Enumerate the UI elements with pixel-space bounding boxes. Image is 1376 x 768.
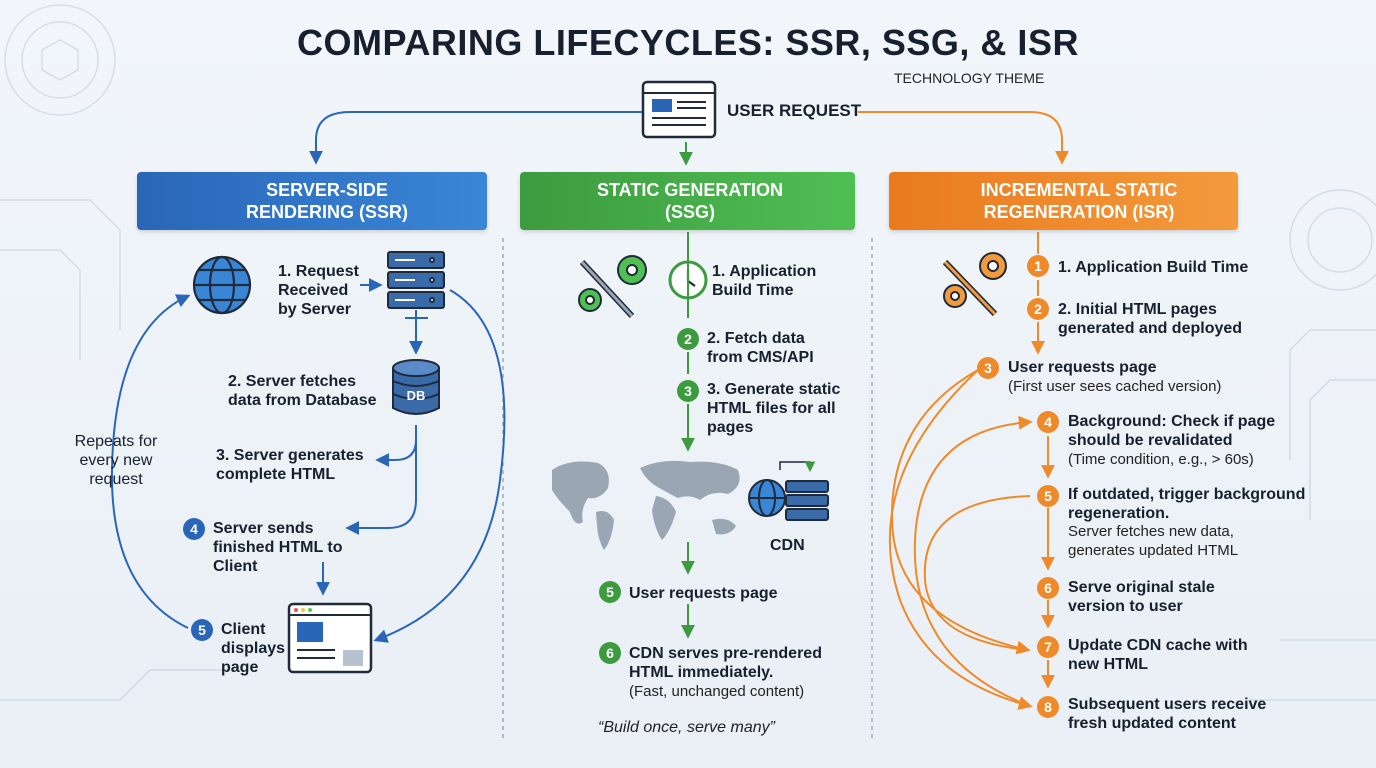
ssr-step-3: 3. Server generates complete HTML xyxy=(216,447,364,483)
background-decoration xyxy=(0,4,1376,701)
ssg-step-3: 3. Generate static HTML files for all pa… xyxy=(707,381,841,436)
ssg-step-6-sub: (Fast, unchanged content) xyxy=(629,683,805,700)
db-label: DB xyxy=(406,388,426,403)
client-browser-icon xyxy=(287,602,373,674)
ssg-step-6-badge: 6 xyxy=(599,642,621,664)
theme-label: TECHNOLOGY THEME xyxy=(894,70,1045,86)
ssg-motto: “Build once, serve many” xyxy=(598,719,775,736)
tools-gears-icon-ssg xyxy=(578,255,647,319)
isr-step-7-badge: 7 xyxy=(1037,636,1059,658)
ssg-header: STATIC GENERATION (SSG) xyxy=(520,172,855,230)
isr-step-1: 1. Application Build Time xyxy=(1058,259,1249,276)
isr-step-3-badge: 3 xyxy=(977,357,999,379)
isr-step-7: Update CDN cache with new HTML xyxy=(1068,637,1248,673)
cdn-label: CDN xyxy=(770,537,805,554)
ssg-step-5-badge: 5 xyxy=(599,581,621,603)
world-map-illustration xyxy=(552,460,740,550)
ssg-step-6: CDN serves pre-rendered HTML immediately… xyxy=(629,645,822,681)
page-title: COMPARING LIFECYCLES: SSR, SSG, & ISR xyxy=(297,22,1079,63)
isr-step-5-sub: Server fetches new data, generates updat… xyxy=(1068,523,1239,559)
isr-step-2-badge: 2 xyxy=(1027,298,1049,320)
isr-step-6: Serve original stale version to user xyxy=(1068,579,1215,615)
isr-step-3: User requests page xyxy=(1008,359,1157,376)
ssg-header-text: STATIC GENERATION (SSG) xyxy=(597,180,783,222)
isr-header-text: INCREMENTAL STATIC REGENERATION (ISR) xyxy=(980,180,1178,222)
isr-header: INCREMENTAL STATIC REGENERATION (ISR) xyxy=(889,172,1238,230)
ssr-step-5: Client displays page xyxy=(221,621,286,676)
browser-icon xyxy=(641,80,717,139)
isr-step-2: 2. Initial HTML pages generated and depl… xyxy=(1058,301,1243,337)
isr-step-4-sub: (Time condition, e.g., > 60s) xyxy=(1068,451,1254,468)
database-icon xyxy=(392,359,440,415)
ssr-step-1: 1. Request Received by Server xyxy=(278,263,359,318)
isr-step-8-badge: 8 xyxy=(1037,696,1059,718)
globe-icon xyxy=(192,255,252,315)
ssr-header-text: SERVER-SIDE RENDERING (SSR) xyxy=(245,180,408,222)
ssr-step-4: Server sends finished HTML to Client xyxy=(213,520,343,575)
ssg-step-2: 2. Fetch data from CMS/API xyxy=(707,330,814,366)
ssr-step-2: 2. Server fetches data from Database xyxy=(228,373,377,409)
isr-step-5-badge: 5 xyxy=(1037,485,1059,507)
ssr-step-4-badge: 4 xyxy=(183,518,205,540)
isr-step-8: Subsequent users receive fresh updated c… xyxy=(1068,696,1267,732)
tools-gears-icon-isr xyxy=(942,252,1007,317)
ssr-step-5-badge: 5 xyxy=(191,619,213,641)
cdn-globe-server-icon xyxy=(748,461,829,521)
ssg-step-1: 1. Application Build Time xyxy=(712,263,817,299)
server-rack-icon xyxy=(387,251,445,309)
ssg-step-3-badge: 3 xyxy=(677,380,699,402)
ssg-step-5: User requests page xyxy=(629,585,778,602)
isr-step-4-badge: 4 xyxy=(1037,411,1059,433)
ssg-step-2-badge: 2 xyxy=(677,328,699,350)
isr-step-3-sub: (First user sees cached version) xyxy=(1008,378,1222,395)
ssr-header: SERVER-SIDE RENDERING (SSR) xyxy=(137,172,487,230)
user-request-label: USER REQUEST xyxy=(727,101,862,120)
isr-step-6-badge: 6 xyxy=(1037,577,1059,599)
isr-step-1-badge: 1 xyxy=(1027,255,1049,277)
isr-step-4: Background: Check if page should be reva… xyxy=(1068,413,1276,449)
isr-step-5: If outdated, trigger background regenera… xyxy=(1068,486,1306,522)
ssr-loop-note: Repeats for every new request xyxy=(74,433,158,488)
